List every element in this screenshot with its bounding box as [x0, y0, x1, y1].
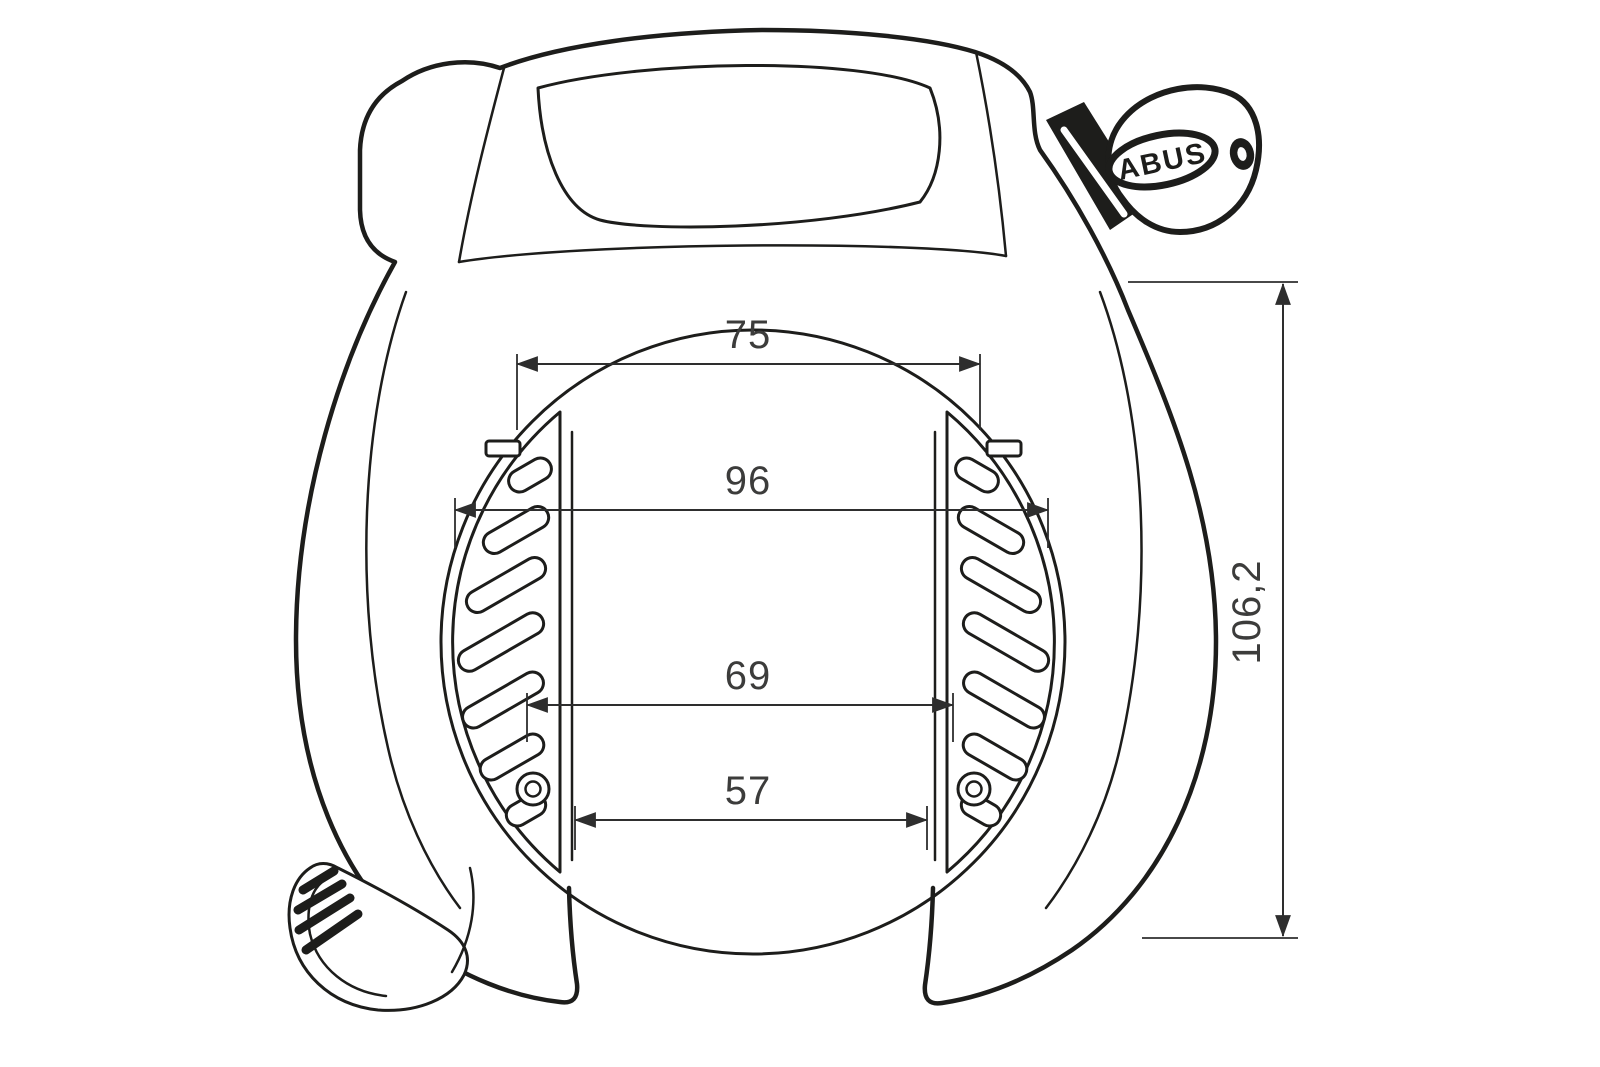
left-screw	[515, 771, 551, 807]
right-arm-contour	[1044, 290, 1143, 910]
vent-slot	[507, 456, 553, 494]
vent-slot	[464, 556, 548, 614]
right-screw	[956, 771, 992, 807]
bridge-left-seam	[457, 66, 506, 264]
lock-body: ABUS	[287, 27, 1262, 1012]
vent-slot	[962, 670, 1046, 730]
dimension-106-2: 106,2	[1128, 281, 1298, 939]
vent-slot	[954, 456, 1000, 494]
left-vent-slots	[456, 456, 553, 828]
left-arm-contour	[365, 290, 462, 910]
left-panel-top-tab	[484, 439, 522, 458]
dimension-69: 69	[525, 654, 955, 742]
key-shaft-slit	[1060, 126, 1128, 218]
right-vent-slots	[954, 456, 1051, 828]
right-panel-top-tab	[985, 439, 1023, 458]
abus-badge-ring	[1105, 129, 1219, 191]
vent-slot	[959, 556, 1043, 614]
bridge-right-seam	[974, 50, 1008, 258]
keyring-hole-center	[1237, 147, 1247, 161]
dimension-label: 75	[725, 313, 772, 357]
vent-slot	[456, 611, 546, 673]
dimension-96: 96	[453, 459, 1050, 548]
dimension-57: 57	[573, 769, 929, 850]
dimension-label: 57	[725, 769, 772, 813]
dimension-75: 75	[515, 313, 982, 430]
mounting-foot	[287, 862, 475, 1012]
vent-slot	[961, 611, 1051, 673]
foot-strap-contour	[450, 866, 475, 974]
bridge-bottom-seam	[457, 244, 1008, 264]
vent-slot	[478, 732, 546, 782]
wheel-opening-circle	[439, 328, 1067, 956]
foot-inner-contour	[307, 880, 388, 998]
dimension-label: 69	[725, 654, 772, 698]
vent-slot	[461, 670, 545, 730]
dimension-annotations: 75 96 69 57 106,2	[453, 281, 1298, 939]
foot-grip-ribs	[293, 866, 363, 955]
dimension-label: 106,2	[1225, 559, 1269, 664]
dimension-label: 96	[725, 459, 772, 503]
lock-outer-silhouette	[293, 27, 1219, 1006]
vent-slot	[961, 732, 1029, 782]
top-cover-inset-panel	[536, 63, 942, 229]
key: ABUS	[1046, 84, 1262, 235]
